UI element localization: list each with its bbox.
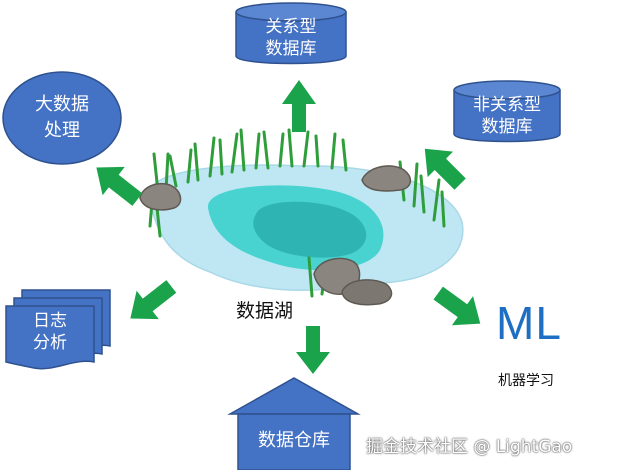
big-data-label: 大数据 处理 (35, 94, 89, 141)
arrow-up-relational (282, 80, 316, 132)
arrow-up-left-bigdata (96, 166, 143, 206)
data-lake-label: 数据湖 (236, 300, 294, 322)
arrow-down-right-ml (433, 286, 481, 326)
data-warehouse-node (227, 377, 361, 470)
watermark: 掘金技术社区 @ LightGao (366, 437, 573, 457)
nonrelational-db-node (453, 80, 561, 143)
arrow-down-warehouse (296, 326, 330, 374)
data-lake (148, 164, 464, 292)
data-warehouse-label: 数据仓库 (258, 430, 330, 451)
relational-db-node (235, 2, 347, 65)
ml-subtitle: 机器学习 (498, 373, 554, 389)
arrow-up-right-nonrelational (424, 148, 466, 190)
ml-title: ML (496, 297, 562, 349)
big-data-node (2, 71, 122, 165)
rocks (139, 165, 412, 306)
log-analysis-label: 日志 分析 (33, 311, 67, 353)
nonrelational-db-label: 非关系型 数据库 (473, 95, 541, 137)
log-analysis-node (5, 289, 111, 370)
arrows (96, 80, 481, 374)
arrow-down-left-log (130, 280, 177, 320)
relational-db-label: 关系型 数据库 (265, 17, 317, 59)
reeds (148, 128, 446, 298)
